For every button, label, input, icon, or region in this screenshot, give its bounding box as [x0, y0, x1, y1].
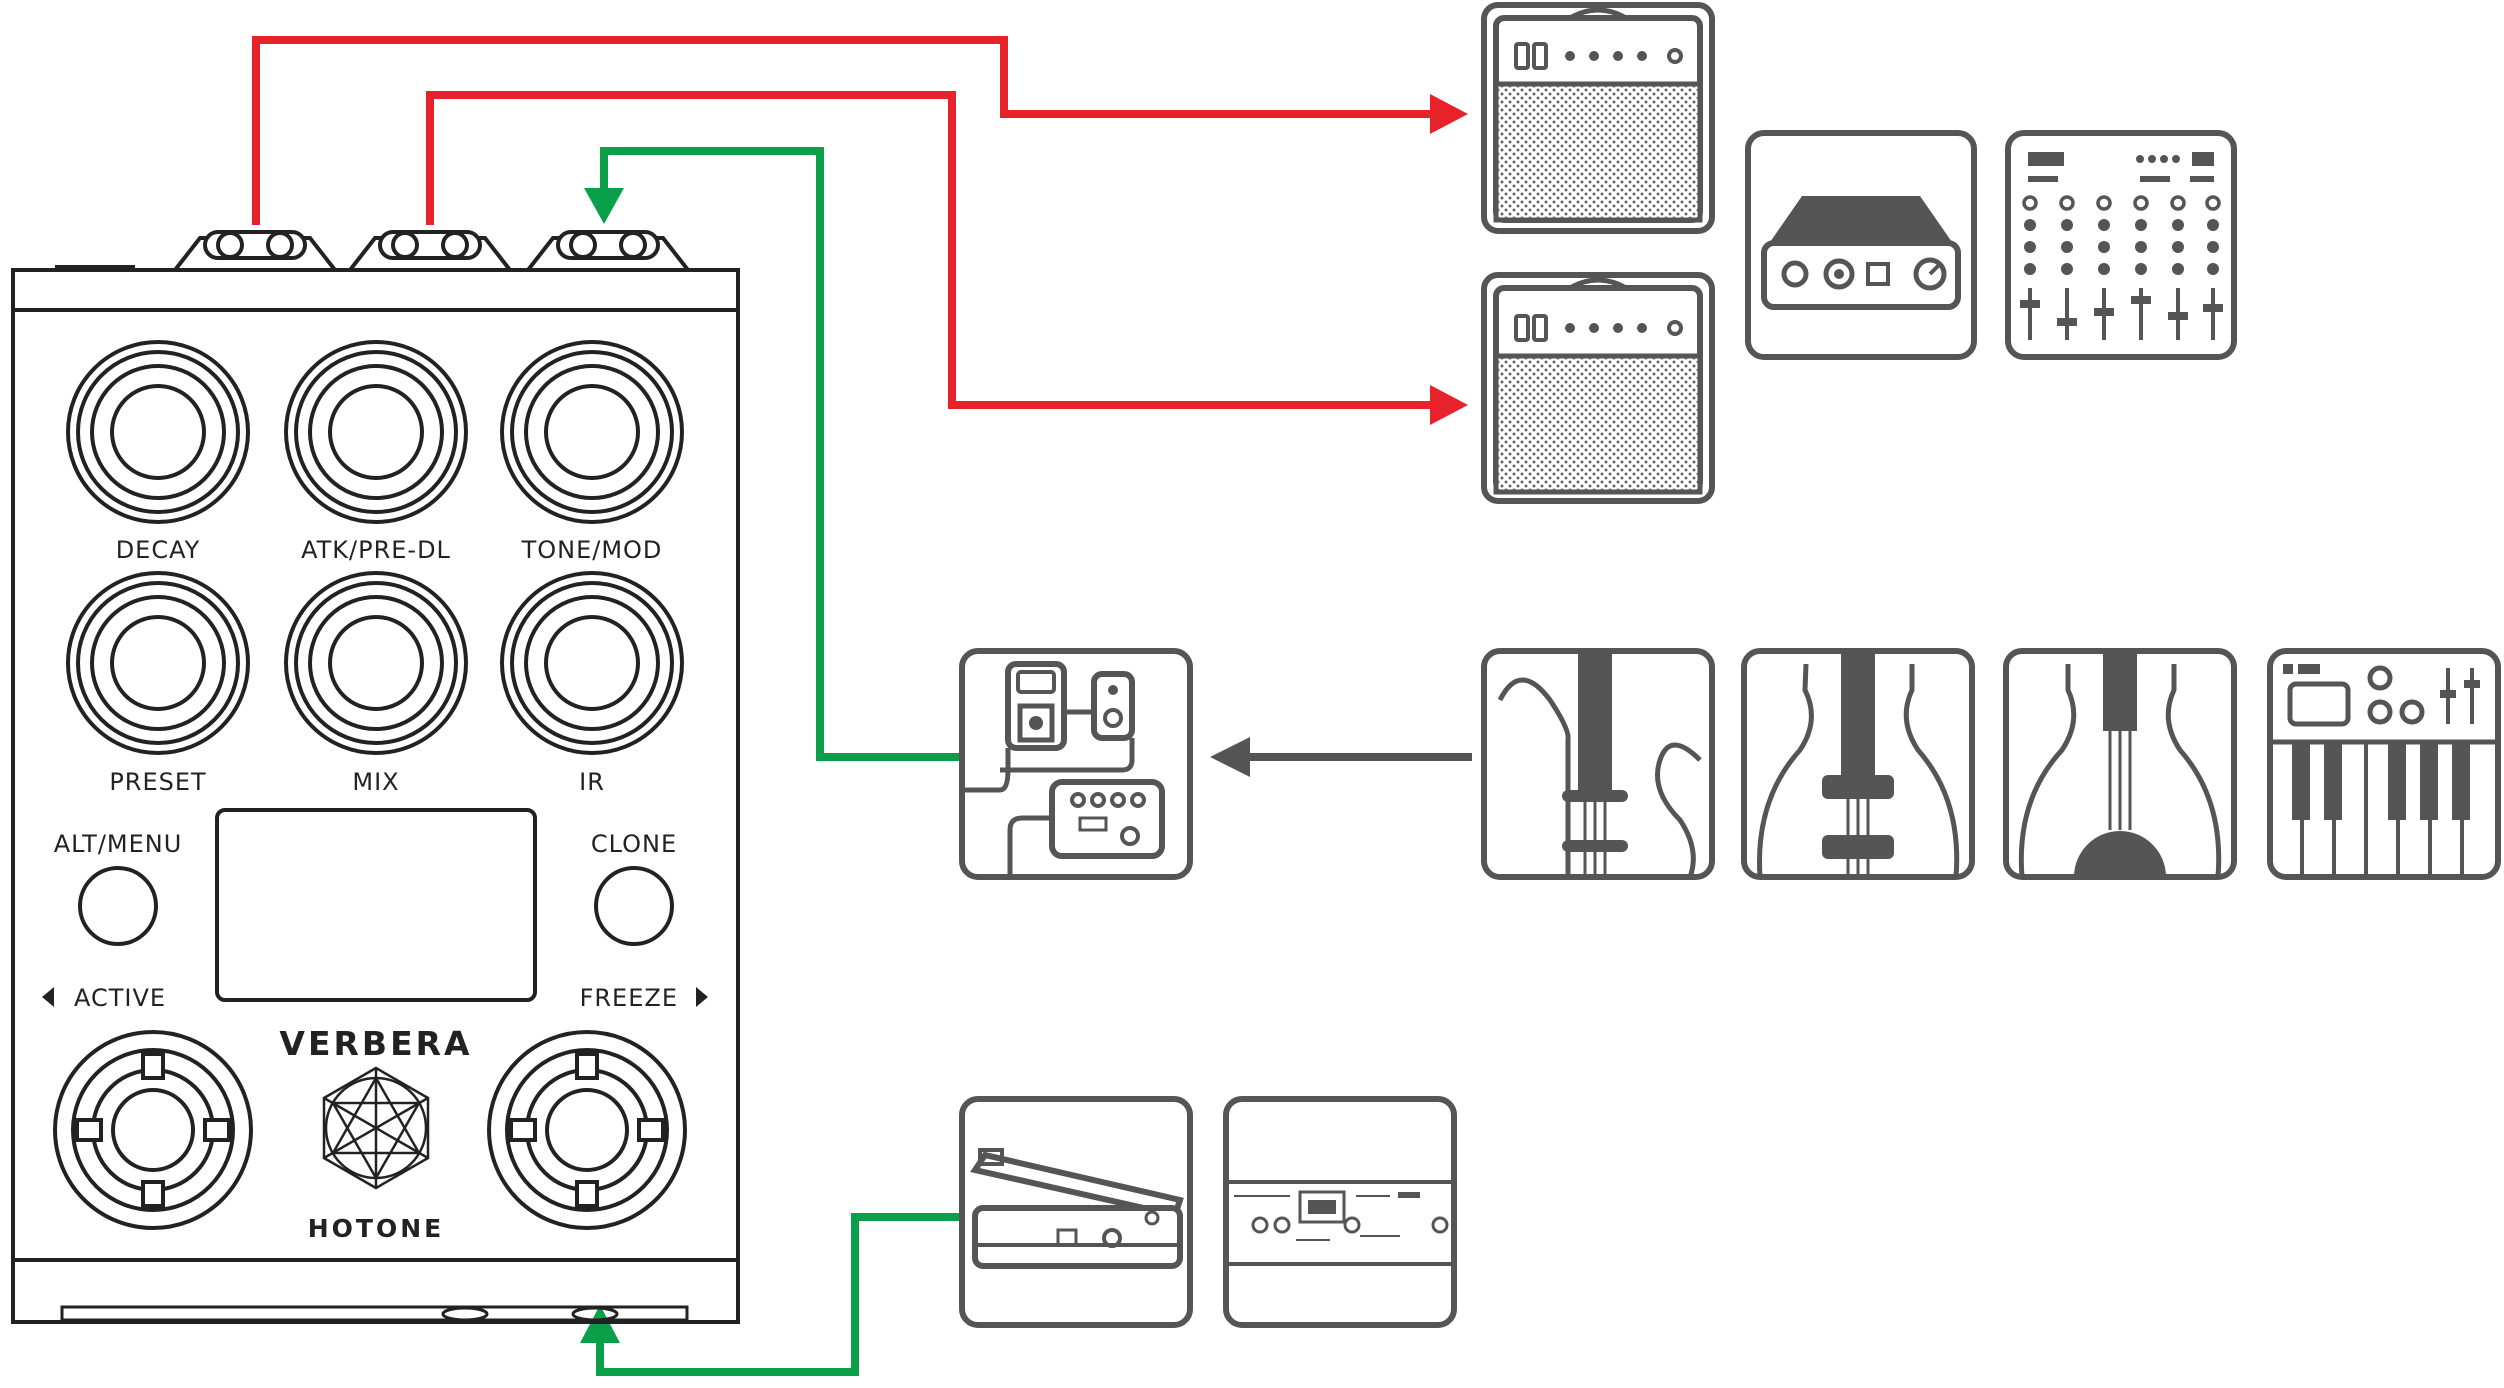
label-preset: PRESET — [109, 768, 206, 796]
cable-instrument — [1210, 737, 1472, 777]
footswitch-freeze[interactable] — [487, 1030, 687, 1230]
knob-mix[interactable] — [284, 571, 468, 755]
cable-left-out — [252, 36, 1430, 225]
hotone-emblem-icon — [322, 1066, 430, 1190]
acoustic-guitar-icon — [1741, 648, 1975, 880]
label-tone-mod: TONE/MOD — [521, 536, 663, 564]
knob-atk-pre-dl[interactable] — [284, 340, 468, 524]
mixer-icon — [2005, 130, 2237, 360]
keyboard-icon — [2267, 648, 2501, 880]
footswitch-controller-icon — [1223, 1096, 1457, 1328]
label-freeze: FREEZE — [580, 984, 678, 1012]
cable-input — [600, 147, 960, 761]
cable-exp — [596, 1213, 960, 1376]
model-name: VERBERA — [279, 1024, 472, 1063]
knob-tone-mod[interactable] — [500, 340, 684, 524]
jack-left-out — [170, 230, 340, 272]
amp-icon — [1481, 2, 1715, 234]
right-triangle-icon — [696, 987, 708, 1007]
arrow-left-out — [1430, 94, 1468, 134]
left-triangle-icon — [42, 987, 54, 1007]
pedal-body — [11, 268, 740, 1324]
expression-pedal-icon — [959, 1096, 1193, 1328]
knob-preset[interactable] — [66, 571, 250, 755]
electric-guitar-icon — [1481, 648, 1715, 880]
label-mix: MIX — [352, 768, 399, 796]
knob-decay[interactable] — [66, 340, 250, 524]
verbera-pedal — [11, 230, 740, 1324]
label-atk-pre-dl: ATK/PRE-DL — [301, 536, 451, 564]
cable-right-out — [426, 91, 1430, 409]
label-alt-menu: ALT/MENU — [54, 830, 183, 858]
brand-name: HOTONE — [308, 1214, 444, 1243]
jack-right-out — [345, 230, 515, 272]
label-active: ACTIVE — [74, 984, 166, 1012]
knob-ir[interactable] — [500, 571, 684, 755]
jack-input — [523, 230, 693, 272]
amp-icon-2 — [1481, 272, 1715, 504]
alt-menu-button[interactable] — [78, 866, 158, 946]
arrow-right-out — [1430, 385, 1468, 425]
label-ir: IR — [579, 768, 605, 796]
audio-interface-icon — [1745, 130, 1977, 360]
label-clone: CLONE — [591, 830, 677, 858]
footswitch-active[interactable] — [53, 1030, 253, 1230]
pedalboard-icon — [959, 648, 1193, 880]
arrow-input — [584, 188, 624, 224]
display-screen — [215, 808, 537, 1002]
classical-guitar-icon — [2003, 648, 2237, 880]
label-decay: DECAY — [116, 536, 201, 564]
clone-button[interactable] — [594, 866, 674, 946]
